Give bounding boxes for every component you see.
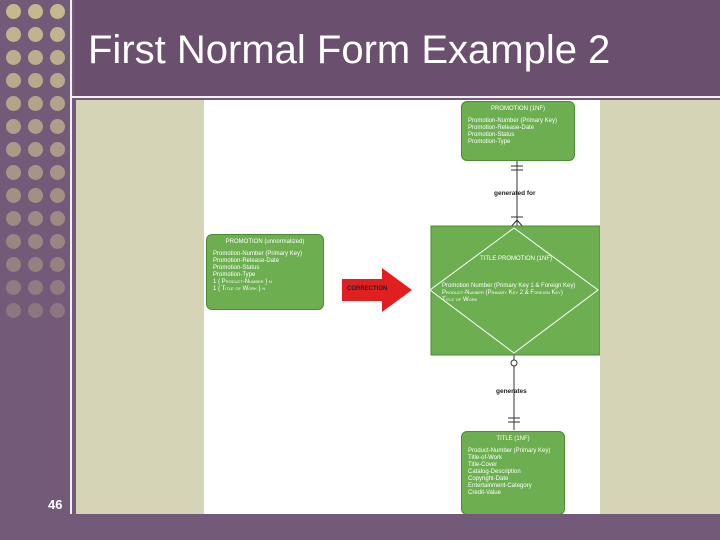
decorative-dot <box>6 27 21 42</box>
title-bar <box>74 0 720 96</box>
entity-title-promotion-1nf: TITLE PROMOTION (1NF) Promotion Number (… <box>432 256 600 304</box>
decorative-dot <box>28 96 43 111</box>
decorative-dot <box>6 188 21 203</box>
decorative-dot <box>50 165 65 180</box>
entity-field: Product-Number (Primary Key) <box>468 448 551 454</box>
decorative-dot <box>50 27 65 42</box>
slide-number: 46 <box>48 497 63 512</box>
entity-field: Promotion-Status <box>468 132 515 138</box>
decorative-dot <box>50 234 65 249</box>
entity-field: Promotion-Type <box>468 139 511 145</box>
entity-field: Catalog-Description <box>468 469 521 475</box>
decorative-dot <box>28 50 43 65</box>
decorative-dot <box>6 50 21 65</box>
decorative-dot <box>6 96 21 111</box>
decorative-dot <box>28 234 43 249</box>
entity-promotion-unnormalized: PROMOTION (unnormalized) Promotion-Numbe… <box>206 234 324 310</box>
decorative-dot <box>6 234 21 249</box>
entity-title: PROMOTION (unnormalized) <box>225 239 305 245</box>
decorative-dot <box>28 142 43 157</box>
correction-arrow-label: CORRECTION <box>347 286 388 292</box>
decorative-dot <box>50 96 65 111</box>
decorative-dot <box>28 211 43 226</box>
decorative-dot <box>28 165 43 180</box>
decorative-dot <box>50 280 65 295</box>
entity-field: Credit-Value <box>468 490 501 496</box>
entity-field: Copyright-Date <box>468 476 509 482</box>
associative-diamond <box>429 227 599 354</box>
decorative-dot <box>6 211 21 226</box>
entity-field: 1 { Title of Work } n <box>213 286 266 292</box>
divider-vertical <box>70 0 72 540</box>
entity-field: 1 { Product-Number } n <box>213 279 272 285</box>
decorative-dot <box>28 27 43 42</box>
decorative-dot <box>50 4 65 19</box>
entity-field: Entertainment-Category <box>468 483 532 489</box>
decorative-dot <box>28 73 43 88</box>
entity-field: Title-of-Work <box>468 455 503 461</box>
entity-field: Title-Cover <box>468 462 498 468</box>
decorative-dot <box>50 73 65 88</box>
decorative-dot <box>6 280 21 295</box>
decorative-dot <box>6 165 21 180</box>
decorative-dot <box>6 142 21 157</box>
entity-field: Promotion-Number (Primary Key) <box>468 118 558 124</box>
relationship-label-generates: generates <box>496 388 527 395</box>
divider-horizontal <box>70 96 720 98</box>
decorative-dot <box>6 119 21 134</box>
optional-marker <box>510 359 518 367</box>
entity-field: Title of Work <box>442 297 478 303</box>
decorative-dot <box>28 188 43 203</box>
entity-title: TITLE (1NF) <box>496 436 530 442</box>
entity-field: Promotion-Release-Date <box>468 125 535 131</box>
decorative-dot <box>6 303 21 318</box>
slide-title: First Normal Form Example 2 <box>88 28 611 72</box>
erd-connectors <box>342 160 600 430</box>
entity-field: Product-Number (Primary Key 2 & Foreign … <box>442 290 563 296</box>
entity-title: PROMOTION (1NF) <box>491 106 545 112</box>
decorative-dot <box>50 50 65 65</box>
decorative-dot <box>6 4 21 19</box>
decorative-dot <box>50 119 65 134</box>
entity-field: Promotion-Status <box>213 265 260 271</box>
decorative-dot <box>50 188 65 203</box>
entity-field: Promotion-Release-Date <box>213 258 280 264</box>
relationship-label-generated-for: generated for <box>494 190 536 197</box>
entity-field: Promotion Number (Primary Key 1 & Foreig… <box>442 283 576 289</box>
entity-field: Promotion-Type <box>213 272 256 278</box>
slide-footer <box>70 514 720 540</box>
decorative-dot <box>28 280 43 295</box>
decorative-dot <box>28 4 43 19</box>
decorative-dot <box>6 257 21 272</box>
correction-arrow <box>342 268 412 312</box>
decorative-dot <box>50 211 65 226</box>
entity-field: Promotion-Number (Primary Key) <box>213 251 303 257</box>
decorative-dot <box>28 303 43 318</box>
decorative-dot <box>50 303 65 318</box>
decorative-dot <box>50 142 65 157</box>
decorative-dot-grid <box>0 0 72 330</box>
entity-promotion-1nf: PROMOTION (1NF) Promotion-Number (Primar… <box>461 101 575 161</box>
entity-title: TITLE PROMOTION (1NF) <box>480 256 552 262</box>
entity-title-1nf: TITLE (1NF) Product-Number (Primary Key)… <box>461 431 565 515</box>
decorative-dot <box>28 119 43 134</box>
decorative-dot <box>6 73 21 88</box>
decorative-dot <box>50 257 65 272</box>
decorative-dot <box>28 257 43 272</box>
